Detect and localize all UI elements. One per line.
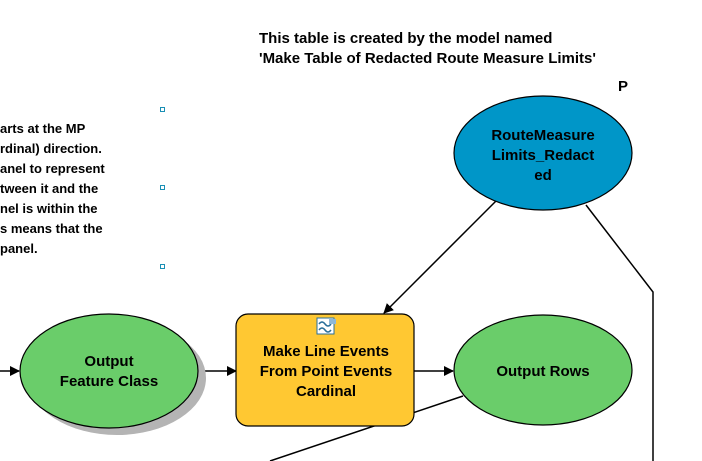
- connector-route-measure-to-tool: [383, 200, 497, 314]
- note-line-2: rdinal) direction.: [0, 141, 102, 156]
- output-feature-class-node[interactable]: Output Feature Class: [19, 313, 206, 435]
- output-rows-node[interactable]: Output Rows: [453, 314, 633, 426]
- make-line-events-tool-box: [235, 313, 415, 427]
- selection-handle-middle[interactable]: [160, 185, 165, 190]
- make-line-events-label-line-2: From Point Events: [260, 363, 393, 380]
- note-line-4: tween it and the: [0, 181, 99, 196]
- make-line-events-label-line-1: Make Line Events: [263, 343, 389, 360]
- connector-output-rows-down: [269, 395, 464, 461]
- header-text-line-2: 'Make Table of Redacted Route Measure Li…: [259, 50, 596, 67]
- connector-route-measure-right: [585, 204, 654, 461]
- note-line-7: panel.: [0, 241, 38, 256]
- corner-label: P: [618, 78, 629, 95]
- note-line-1: arts at the MP: [0, 121, 86, 136]
- note-line-5: nel is within the: [0, 201, 98, 216]
- selection-handle-bottom[interactable]: [160, 264, 165, 269]
- header-text-line-1: This table is created by the model named: [259, 30, 553, 47]
- make-line-events-tool-node[interactable]: Make Line Events From Point Events Cardi…: [235, 313, 415, 427]
- output-rows-label: Output Rows: [496, 363, 589, 380]
- note-line-6: s means that the: [0, 221, 103, 236]
- selection-handle-top[interactable]: [160, 107, 165, 112]
- route-measure-label-line-3: ed: [534, 167, 552, 184]
- output-feature-class-label-line-1: Output: [84, 353, 133, 370]
- output-rows-ellipse: [453, 314, 633, 426]
- route-measure-ellipse: [453, 95, 633, 211]
- route-measure-label-line-2: Limits_Redact: [492, 147, 595, 164]
- make-line-events-label-line-3: Cardinal: [296, 383, 356, 400]
- route-measure-label-line-1: RouteMeasure: [491, 127, 594, 144]
- output-feature-class-label-line-2: Feature Class: [60, 373, 158, 390]
- note-line-3: anel to represent: [0, 161, 105, 176]
- tool-script-icon: [316, 317, 336, 335]
- output-feature-class-ellipse: [19, 313, 199, 429]
- route-measure-limits-redacted-node[interactable]: RouteMeasure Limits_Redact ed: [453, 95, 633, 211]
